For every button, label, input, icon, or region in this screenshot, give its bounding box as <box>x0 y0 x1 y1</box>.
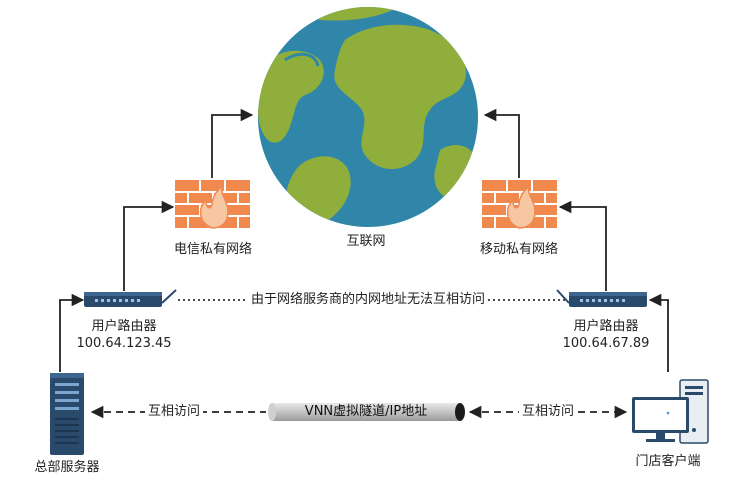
hq-router-label: 用户路由器 <box>91 319 157 334</box>
store-router-label: 用户路由器 <box>573 319 639 334</box>
telecom-network-label: 电信私有网络 <box>173 242 253 257</box>
store-client-label: 门店客户端 <box>635 454 701 469</box>
firewall-icon-right <box>482 180 557 229</box>
hq-server-label: 总部服务器 <box>34 460 100 475</box>
internet-label: 互联网 <box>346 234 386 249</box>
mutual-access-left-label: 互相访问 <box>144 404 204 420</box>
connection-lines <box>59 108 669 372</box>
router-note-label: 由于网络服务商的内网地址无法互相访问 <box>247 292 489 308</box>
firewall-icon-left <box>175 180 250 229</box>
globe-icon <box>258 7 478 227</box>
store-router-ip: 100.64.67.89 <box>562 336 650 351</box>
pc-client-icon <box>632 379 709 444</box>
router-icon-right <box>556 289 647 307</box>
vnn-tunnel-label: VNN虚拟隧道/IP地址 <box>304 404 428 419</box>
mutual-access-right-label: 互相访问 <box>518 404 578 420</box>
vnn-tunnel <box>268 403 465 421</box>
server-icon <box>50 373 84 455</box>
router-icon-left <box>84 289 177 307</box>
mobile-network-label: 移动私有网络 <box>479 242 559 257</box>
hq-router-ip: 100.64.123.45 <box>76 336 172 351</box>
